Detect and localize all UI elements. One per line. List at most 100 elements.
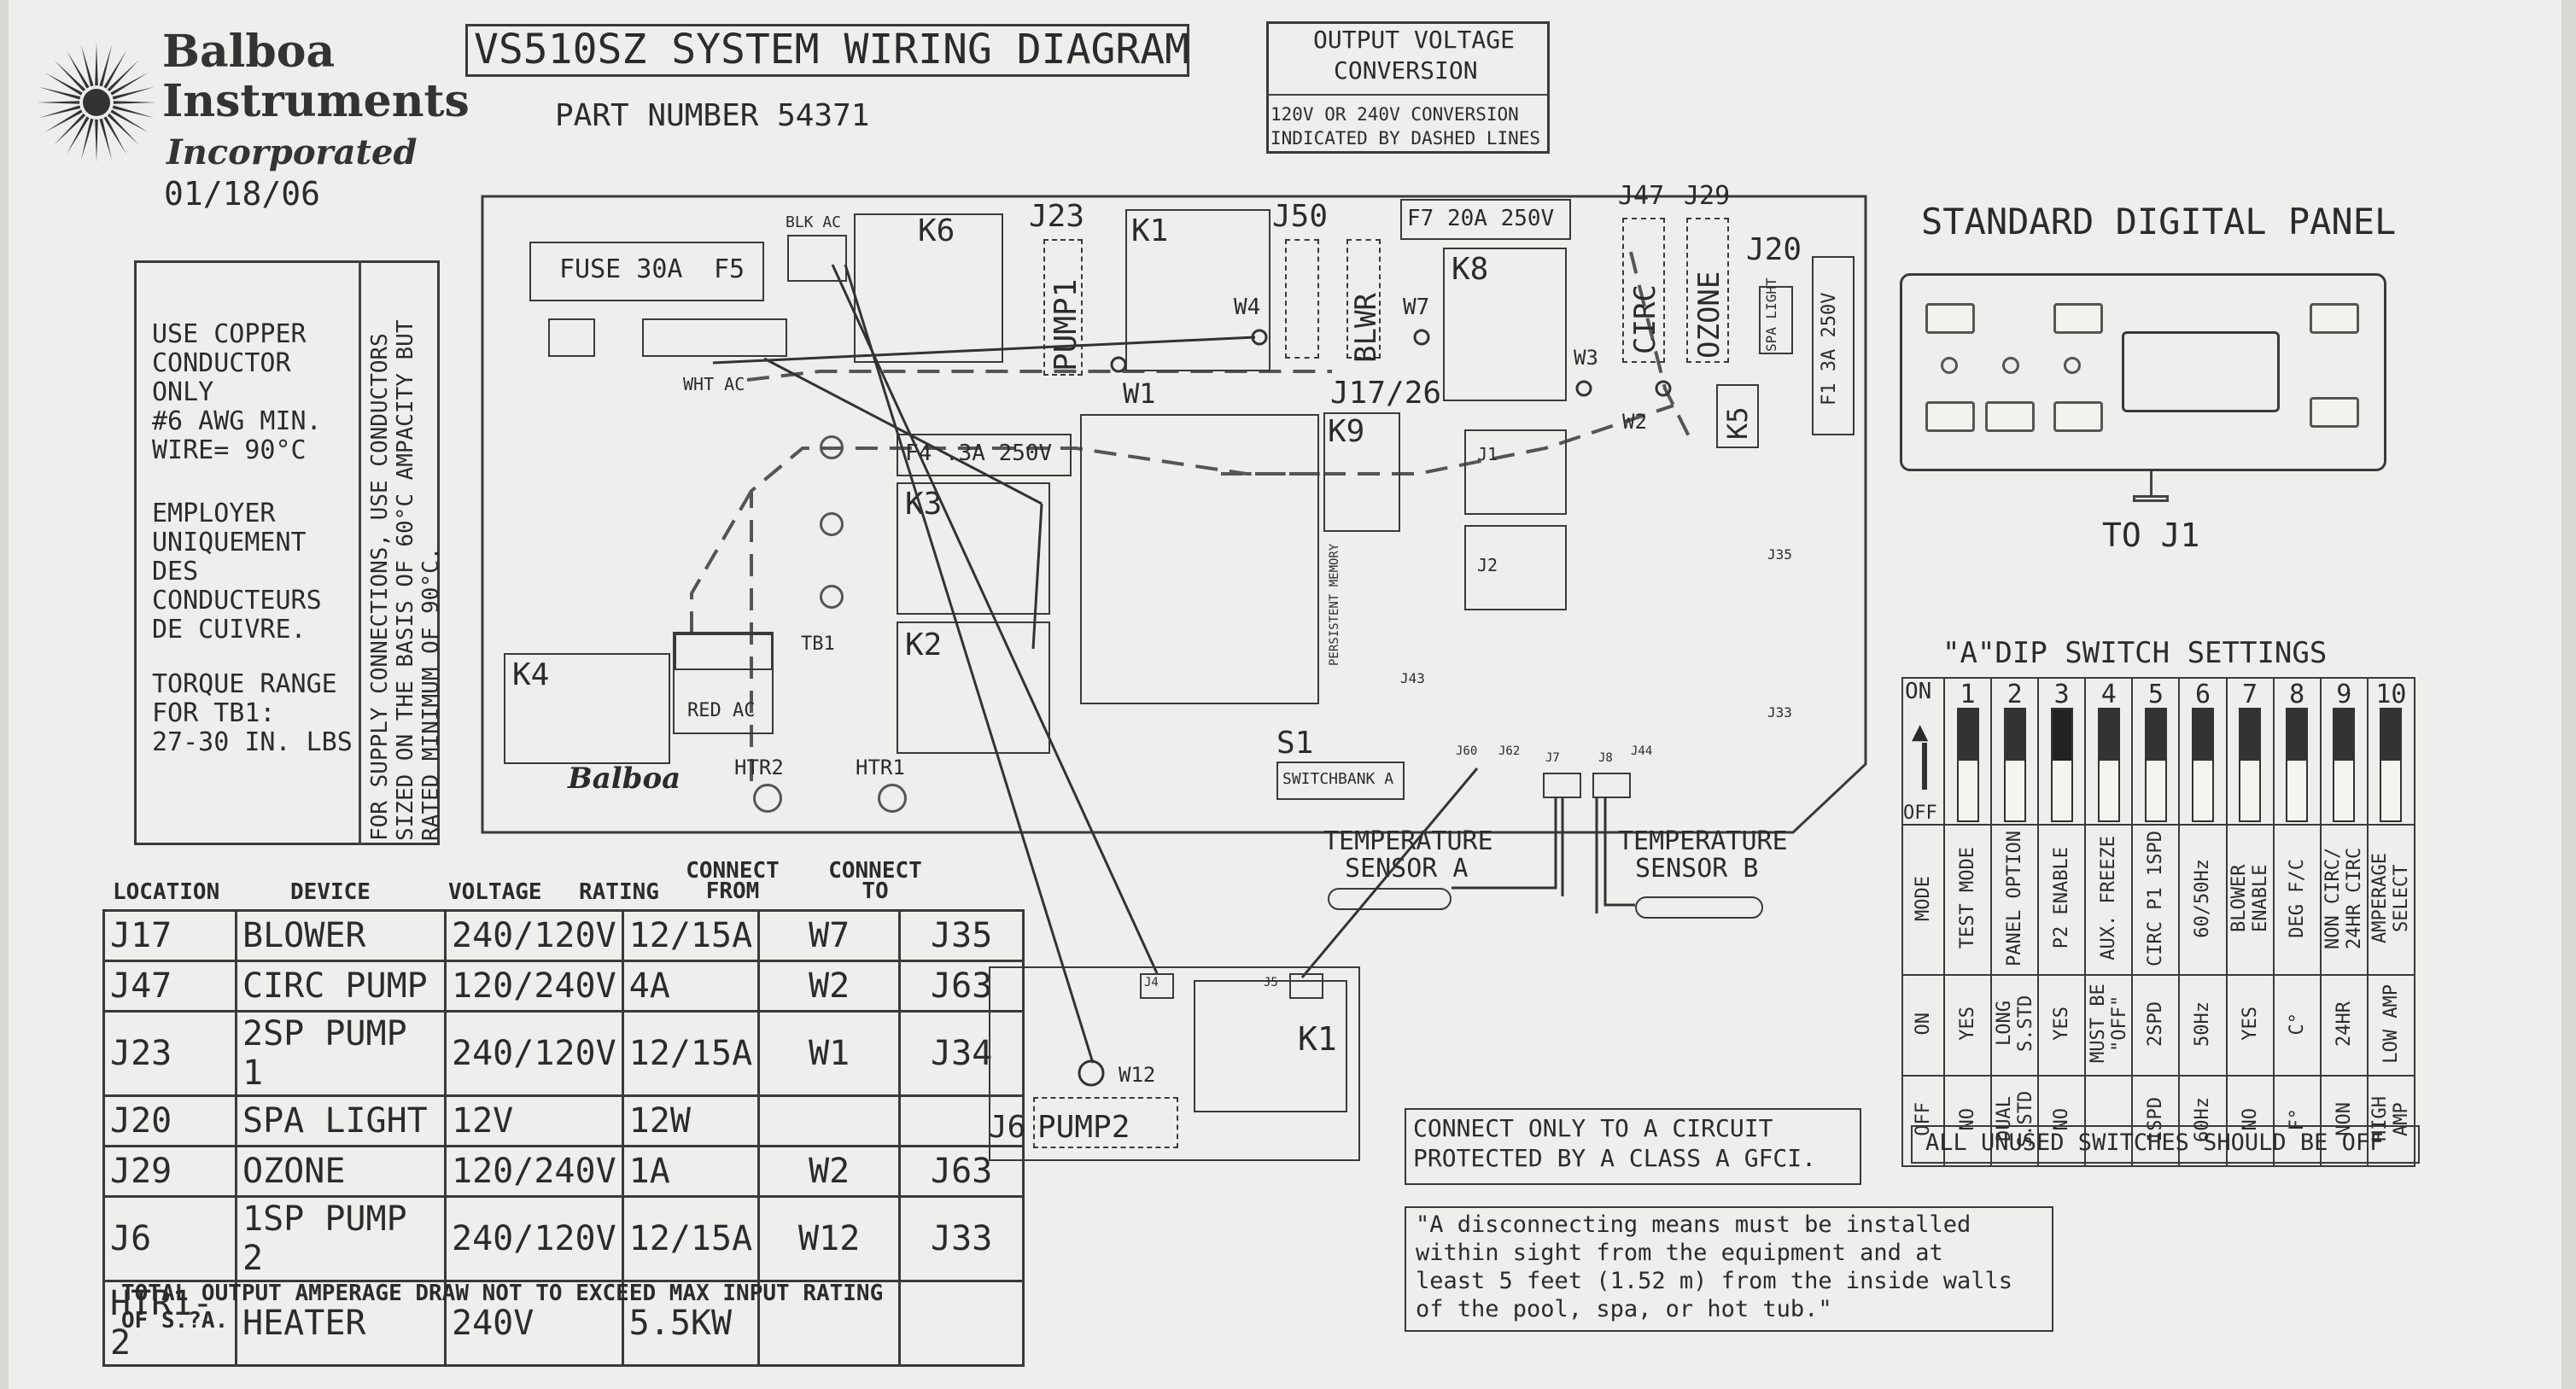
dip-switch-6: 6 bbox=[2178, 677, 2228, 826]
dip-mode-cell: NON CIRC/ 24HR CIRC bbox=[2319, 824, 2369, 976]
j47-label: J47 bbox=[1618, 181, 1665, 211]
relay-k8 bbox=[1443, 248, 1567, 401]
j23-connector bbox=[1043, 239, 1083, 376]
dip-on-cell-text: LOW AMP bbox=[2380, 983, 2402, 1064]
table-cell: 2SP PUMP 1 bbox=[235, 1010, 447, 1097]
dip-mode-cell-text: TEST MODE bbox=[1957, 847, 1979, 949]
fuse-f5-label: FUSE 30A bbox=[559, 254, 683, 284]
table-cell: W1 bbox=[757, 1010, 902, 1097]
dip-on-cell-text: 24HR bbox=[2333, 1001, 2355, 1047]
copper-en-line: CONDUCTOR bbox=[152, 348, 291, 378]
dip-footer: ALL UNUSED SWITCHES SHOULD BE OFF bbox=[1925, 1129, 2384, 1156]
panel-button-3[interactable] bbox=[2310, 303, 2359, 334]
wht-ac-label: WHT AC bbox=[683, 374, 745, 394]
output-voltage-box bbox=[1266, 21, 1550, 154]
ozone-connector bbox=[1686, 218, 1729, 363]
j23-label: J23 bbox=[1029, 199, 1085, 234]
dip-switch-knob bbox=[2193, 709, 2212, 761]
gfci-note-box bbox=[1405, 1108, 1861, 1185]
relay-k5 bbox=[1716, 384, 1759, 448]
sunburst-ray bbox=[103, 50, 126, 89]
disconnect-line: within sight from the equipment and at bbox=[1416, 1240, 1943, 1266]
sunburst-ray bbox=[67, 116, 90, 155]
dip-switch-3: 3 bbox=[2037, 677, 2087, 826]
dip-off-cell: HIGH AMP bbox=[2366, 1075, 2416, 1167]
panel-led-2 bbox=[2002, 357, 2019, 374]
dip-switch-lever bbox=[2333, 708, 2356, 822]
j62-label: J62 bbox=[1498, 744, 1521, 758]
dip-off-label: OFF bbox=[1903, 802, 1937, 824]
table-cell: J63 bbox=[898, 960, 1025, 1013]
output-voltage-note: 120V OR 240V CONVERSION bbox=[1270, 104, 1519, 125]
dip-switch-number: 5 bbox=[2147, 680, 2164, 709]
relay-k9 bbox=[1323, 412, 1400, 532]
sunburst-ray bbox=[67, 50, 90, 89]
j7-connector bbox=[1543, 773, 1581, 798]
dip-on-cell: YES bbox=[2037, 974, 2087, 1077]
dip-mode-cell-text: DEG F/C bbox=[2286, 858, 2308, 938]
panel-button-1[interactable] bbox=[1925, 303, 1975, 334]
board-balboa-logo: Balboa bbox=[568, 762, 681, 796]
dip-on-cell-text: C° bbox=[2286, 1012, 2308, 1036]
copper-note-divider bbox=[359, 260, 361, 845]
dip-mode-cell-text: BLOWER ENABLE bbox=[2228, 864, 2272, 932]
dip-switch-lever bbox=[2144, 708, 2167, 822]
board-outline bbox=[481, 195, 1867, 834]
spa-light-connector bbox=[1759, 286, 1793, 354]
table-cell: J34 bbox=[898, 1010, 1025, 1097]
table-cell: 12V bbox=[444, 1094, 624, 1147]
j2-label: J2 bbox=[1477, 555, 1498, 575]
dip-title: "A"DIP SWITCH SETTINGS bbox=[1942, 636, 2328, 670]
sunburst-ray bbox=[112, 86, 155, 100]
panel-button-2[interactable] bbox=[2053, 303, 2103, 334]
sunburst-ray bbox=[113, 101, 156, 104]
panel-button-4[interactable] bbox=[1925, 401, 1975, 432]
dip-switch-knob bbox=[2240, 709, 2260, 761]
panel-display bbox=[2122, 331, 2280, 412]
panel-cable bbox=[2150, 471, 2153, 497]
dip-switch-8: 8 bbox=[2272, 677, 2322, 826]
sunburst-ray bbox=[99, 118, 113, 160]
sunburst-ray bbox=[112, 105, 155, 119]
table-cell: 4A bbox=[621, 960, 761, 1013]
panel-button-6[interactable] bbox=[2053, 401, 2103, 432]
dip-switch-lever bbox=[2097, 708, 2120, 822]
sunburst-ray bbox=[38, 105, 81, 119]
table-cell: CIRC PUMP bbox=[235, 960, 447, 1013]
dip-switch-knob bbox=[2146, 709, 2165, 761]
table-cell: 5.5KW bbox=[621, 1280, 761, 1367]
table-cell: J35 bbox=[898, 909, 1025, 962]
dip-switch-7: 7 bbox=[2225, 677, 2275, 826]
relay-k1 bbox=[1125, 209, 1270, 371]
relay-k4 bbox=[504, 653, 670, 764]
disconnect-line: least 5 feet (1.52 m) from the inside wa… bbox=[1416, 1268, 2012, 1294]
j44-label: J44 bbox=[1631, 744, 1653, 758]
w12-label: W12 bbox=[1119, 1063, 1156, 1087]
pump2-j5-label: J5 bbox=[1264, 976, 1278, 989]
dip-switch-number: 9 bbox=[2336, 680, 2352, 709]
sunburst-ray bbox=[95, 43, 98, 86]
copper-fr-line: DES bbox=[152, 557, 199, 587]
table-cell: J47 bbox=[102, 960, 237, 1013]
sunburst-ray bbox=[44, 109, 83, 132]
panel-button-5[interactable] bbox=[1985, 401, 2035, 432]
j1-connector bbox=[1464, 429, 1567, 515]
table-cell: 240/120V bbox=[444, 1010, 624, 1097]
dip-switch-10: 10 bbox=[2366, 677, 2416, 826]
dip-mode-cell-text: AUX. FREEZE bbox=[2098, 836, 2120, 960]
dip-on-cell-text: LONG S.STD bbox=[1993, 995, 2036, 1053]
panel-led-3 bbox=[2064, 357, 2081, 374]
panel-button-7[interactable] bbox=[2310, 397, 2359, 428]
j29-label: J29 bbox=[1684, 181, 1731, 211]
dip-mode-cell-text: 60/50Hz bbox=[2192, 858, 2214, 938]
table-cell bbox=[898, 1094, 1025, 1147]
j60-label: J60 bbox=[1456, 744, 1478, 758]
balboa-sunburst-icon bbox=[37, 43, 156, 162]
table-cell: J23 bbox=[102, 1010, 237, 1097]
dip-switch-lever bbox=[2239, 708, 2262, 822]
